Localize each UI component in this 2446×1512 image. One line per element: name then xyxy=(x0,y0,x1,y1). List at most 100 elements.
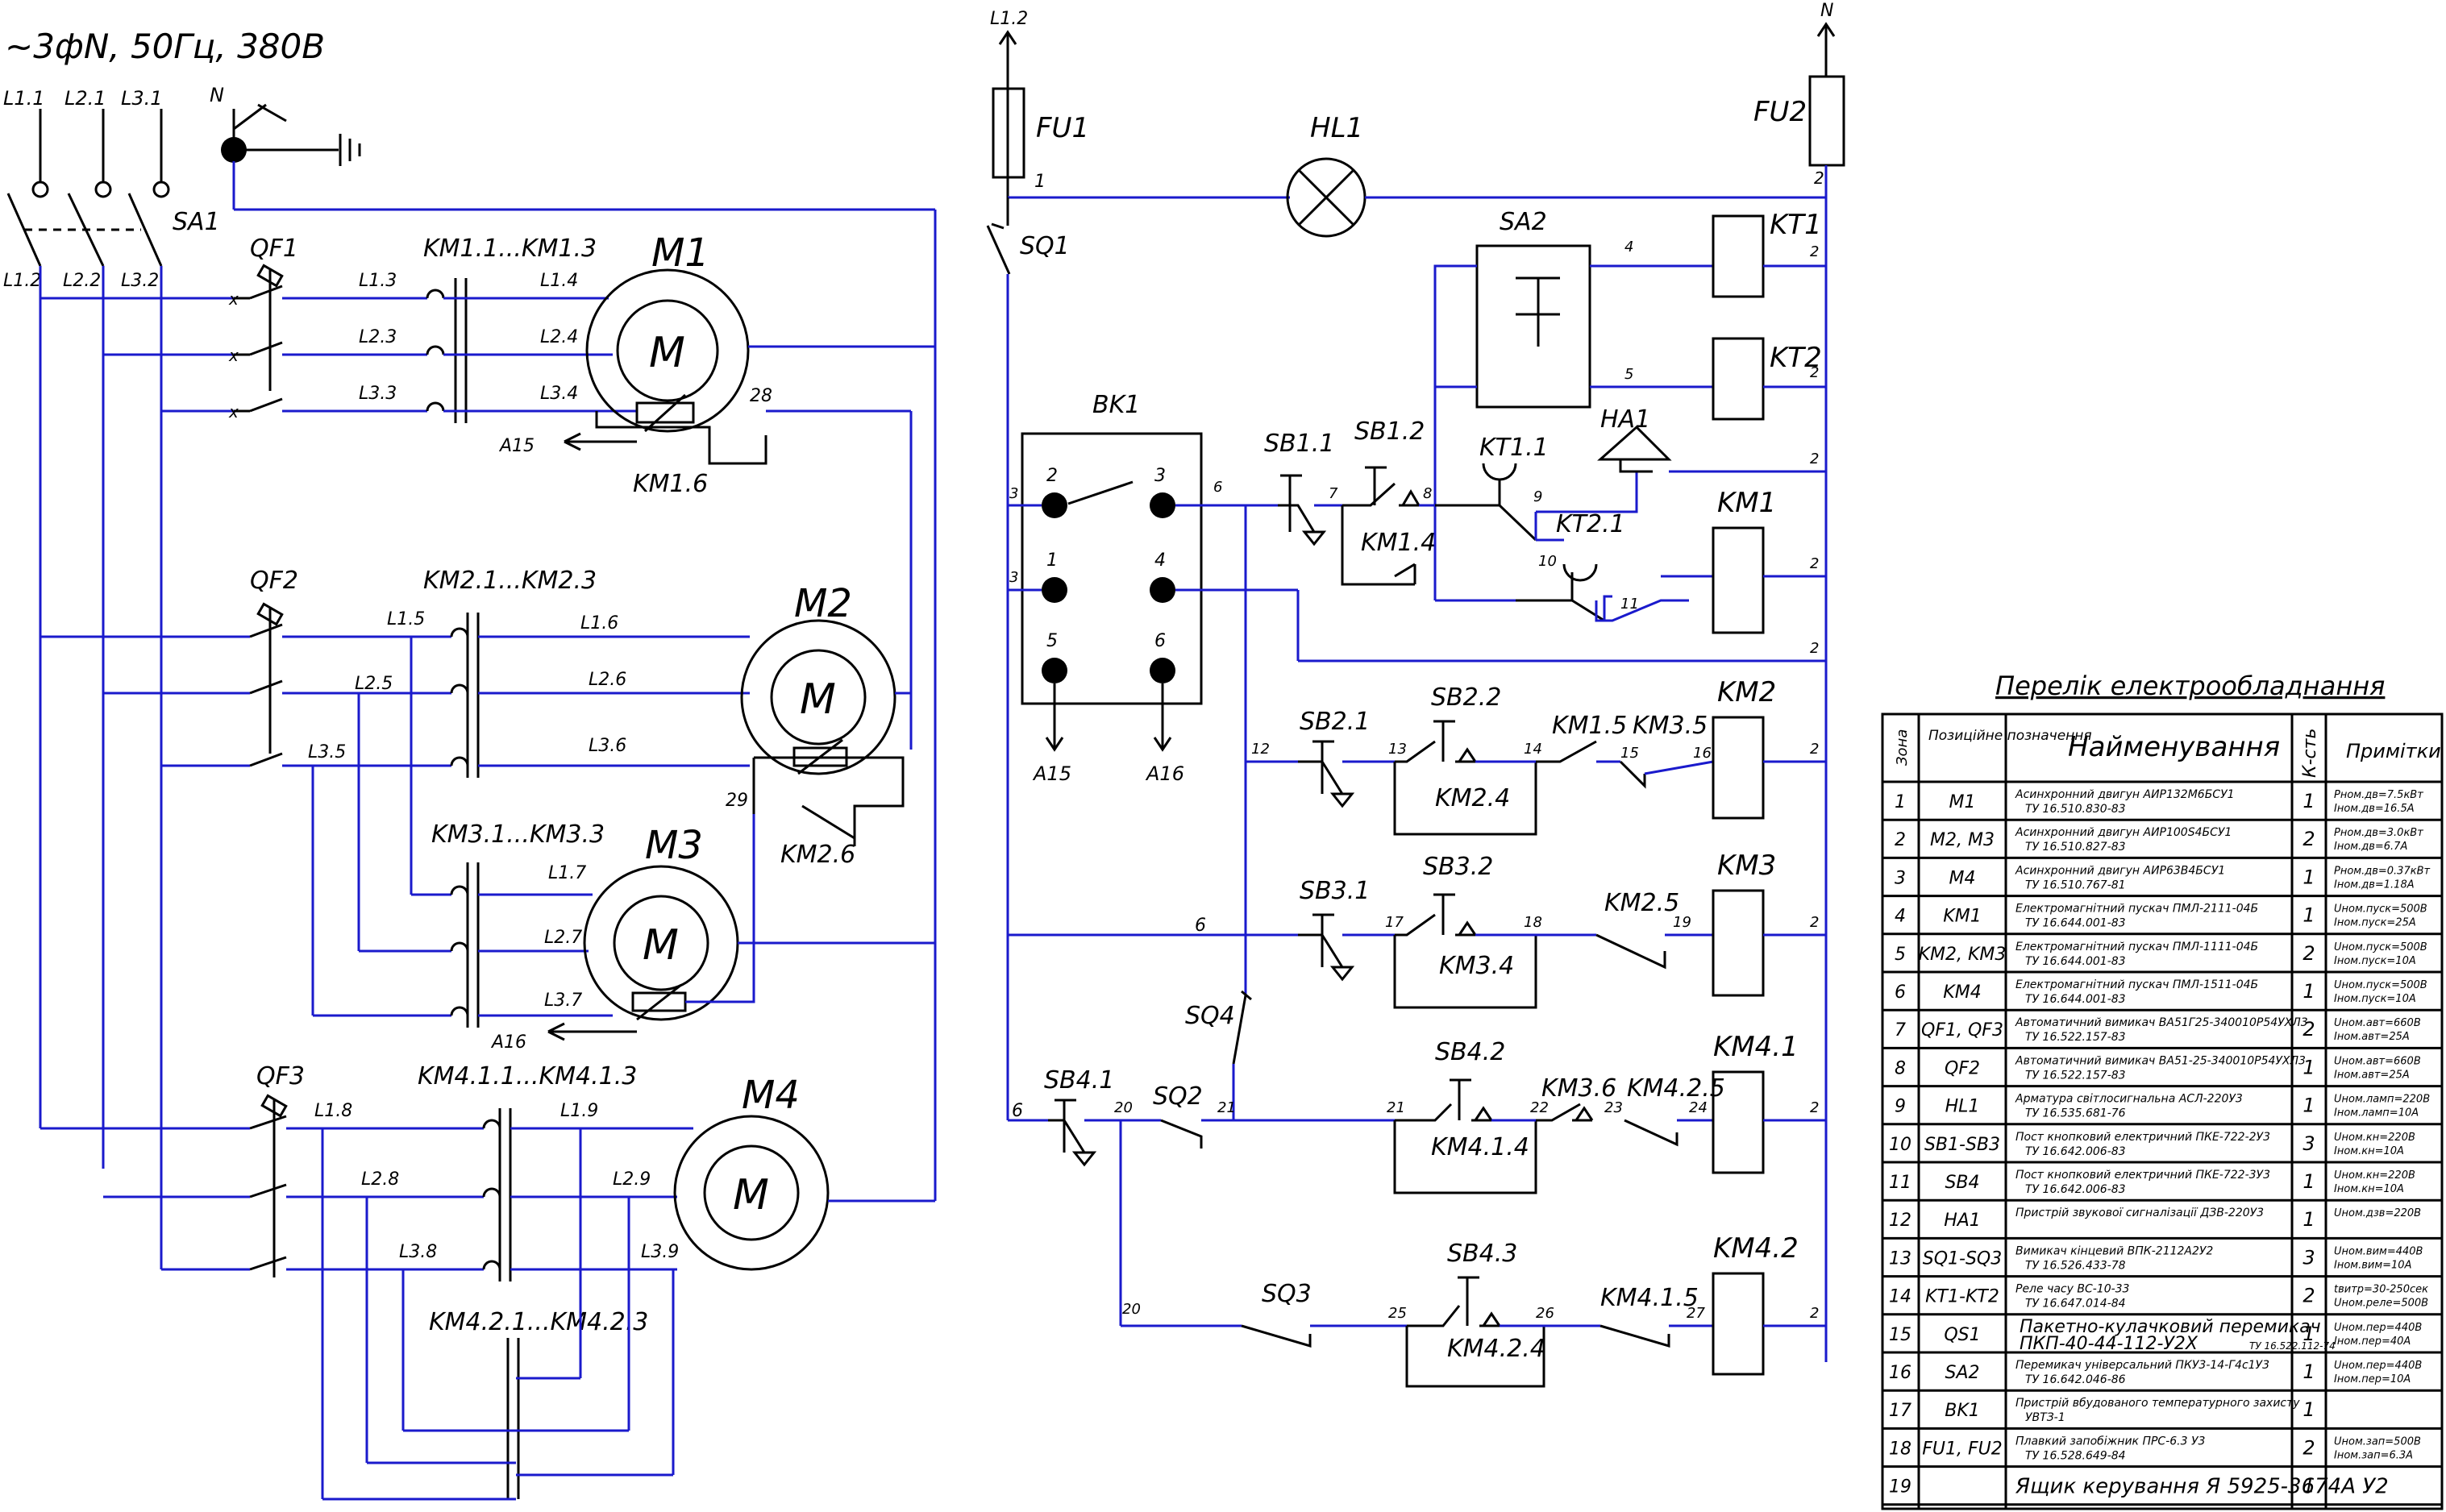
table-cell-name: Вимикач кінцевий ВПК-2112А2У2 xyxy=(2015,1244,2213,1257)
table-cell-spec: ТУ 16.526.433-78 xyxy=(2025,1259,2126,1272)
table-cell-name: Автоматичний вимикач ВА51-25-340010Р54УХ… xyxy=(2015,1054,2306,1067)
svg-text:M: M xyxy=(733,1171,769,1219)
svg-text:2: 2 xyxy=(1810,741,1819,758)
table-cell-zone: 13 xyxy=(1889,1248,1911,1269)
svg-text:18: 18 xyxy=(1524,914,1542,931)
label-ha1: HA1 xyxy=(1600,405,1650,434)
svg-text:6: 6 xyxy=(1213,479,1222,496)
svg-text:L1.5: L1.5 xyxy=(387,609,425,629)
table-cell-qty: 2 xyxy=(2302,942,2315,965)
table-cell-note2: Іном.авт=25А xyxy=(2334,1069,2410,1081)
table-cell-name: Асинхронний двигун АИР63В4БСУ1 xyxy=(2015,864,2225,877)
svg-text:L2.9: L2.9 xyxy=(613,1169,651,1190)
table-cell-spec: ТУ 16.535.681-76 xyxy=(2025,1107,2126,1120)
svg-text:21: 21 xyxy=(1387,1099,1405,1116)
kt2-coil xyxy=(1712,337,1765,421)
table-cell-note: Uном.ламп=220В xyxy=(2334,1094,2430,1106)
svg-text:L1.6: L1.6 xyxy=(580,613,618,633)
table-cell-spec: ТУ 16.522.157-83 xyxy=(2025,1031,2126,1044)
svg-text:L1.3: L1.3 xyxy=(359,271,397,291)
table-cell-qty: 1 xyxy=(2302,904,2315,927)
m1-branch: QF1 KM1.1...KM1.3 xxx L1.3 L2.3 L3.3 L1.… xyxy=(228,231,935,750)
table-cell-note: Рном.дв=3.0кВт xyxy=(2334,827,2423,839)
table-cell-pos: SQ1-SQ3 xyxy=(1923,1248,2003,1269)
table-cell-name: Плавкий запобіжник ПРС-6.3 У3 xyxy=(2015,1435,2205,1448)
svg-text:3: 3 xyxy=(1154,466,1166,486)
svg-text:L3.4: L3.4 xyxy=(540,384,578,404)
km41-coil xyxy=(1712,1070,1765,1174)
svg-text:x: x xyxy=(228,346,239,365)
motor-m4 xyxy=(673,1115,830,1271)
svg-text:2: 2 xyxy=(1810,364,1819,381)
svg-text:M: M xyxy=(643,921,679,970)
table-cell-note2: Іном.дв=16.5А xyxy=(2334,803,2415,815)
label-sb41: SB4.1 xyxy=(1044,1066,1114,1095)
label-km2: KM2 xyxy=(1717,676,1776,708)
km1-coil xyxy=(1712,526,1765,634)
table-cell-pos: KM4 xyxy=(1943,982,1981,1003)
label-km34: KM3.4 xyxy=(1439,952,1514,980)
svg-text:2: 2 xyxy=(1810,1099,1819,1116)
label-sb21: SB2.1 xyxy=(1300,708,1370,736)
table-cell-pos: QF1, QF3 xyxy=(1921,1020,2003,1041)
svg-text:x: x xyxy=(228,289,239,309)
label-km424: KM4.2.4 xyxy=(1447,1335,1545,1363)
header-name: Найменування xyxy=(2068,731,2280,763)
label-kt2: KT2 xyxy=(1770,342,1822,374)
label-km1-contactor: KM1.1...KM1.3 xyxy=(423,235,597,263)
svg-text:M: M xyxy=(649,329,685,377)
svg-text:L1.7: L1.7 xyxy=(548,863,586,883)
label-km35: KM3.5 xyxy=(1633,712,1708,740)
fu2-fuse xyxy=(1808,75,1845,167)
table-cell-zone: 14 xyxy=(1889,1287,1911,1307)
table-cell-name: Асинхронний двигун АИР100S4БСУ1 xyxy=(2015,826,2232,839)
svg-text:24: 24 xyxy=(1689,1099,1708,1116)
svg-text:L3.9: L3.9 xyxy=(641,1242,679,1262)
table-cell-qty: 1 xyxy=(2302,1095,2315,1117)
label-km414: KM4.1.4 xyxy=(1431,1133,1529,1161)
label-km15: KM1.5 xyxy=(1552,712,1627,740)
svg-text:2: 2 xyxy=(1814,168,1824,188)
table-cell-note2: Іном.кн=10А xyxy=(2334,1183,2404,1195)
table-cell-name: Арматура світлосигнальна АСЛ-220У3 xyxy=(2015,1093,2243,1106)
table-cell-qty: 2 xyxy=(2302,1018,2315,1041)
svg-text:L2.8: L2.8 xyxy=(361,1169,399,1190)
svg-text:M: M xyxy=(800,675,836,724)
svg-text:3: 3 xyxy=(1009,569,1018,586)
svg-text:L2.3: L2.3 xyxy=(359,327,397,347)
sa2-switch xyxy=(1475,244,1591,409)
svg-text:27: 27 xyxy=(1687,1305,1705,1322)
table-cell-note: Uном.кн=220В xyxy=(2334,1132,2415,1144)
svg-text:2: 2 xyxy=(1046,466,1058,486)
table-cell-name: Електромагнітний пускач ПМЛ-2111-04Б xyxy=(2015,903,2258,916)
km3-coil xyxy=(1712,889,1765,997)
svg-text:2: 2 xyxy=(1810,1305,1819,1322)
svg-text:4: 4 xyxy=(1154,550,1166,571)
label-n-control: N xyxy=(1820,1,1833,21)
table-cell-zone: 18 xyxy=(1889,1439,1911,1459)
table-cell-zone: 12 xyxy=(1889,1211,1911,1231)
table-cell-qty: 1 xyxy=(2302,1056,2315,1078)
svg-text:15: 15 xyxy=(1620,745,1639,762)
table-cell-note2: Іном.пуск=10А xyxy=(2334,993,2416,1005)
svg-text:19: 19 xyxy=(1673,914,1691,931)
table-cell-pos: KT1-KT2 xyxy=(1925,1287,1999,1307)
motor-m2 xyxy=(740,619,896,775)
table-cell-note2: Іном.дв=1.18А xyxy=(2334,879,2415,891)
label-l12a: L1.2 xyxy=(3,271,41,291)
svg-text:29: 29 xyxy=(726,791,748,811)
table-cell-zone: 5 xyxy=(1895,945,1906,965)
svg-text:2: 2 xyxy=(1810,451,1819,467)
table-cell-note: Uном.пер=440В xyxy=(2334,1322,2422,1334)
table-cell-qty: 2 xyxy=(2302,1436,2315,1459)
label-l21: L2.1 xyxy=(64,87,106,110)
label-km16: KM1.6 xyxy=(633,470,708,498)
svg-text:L3.7: L3.7 xyxy=(544,991,582,1011)
label-m4: M4 xyxy=(742,1073,800,1118)
table-cell-qty: 1 xyxy=(2302,1323,2315,1345)
label-qf2: QF2 xyxy=(250,567,298,595)
svg-text:L3.5: L3.5 xyxy=(308,742,346,762)
table-cell-zone: 10 xyxy=(1889,1135,1911,1155)
table-cell-spec: УВТЗ-1 xyxy=(2025,1411,2065,1424)
svg-text:L3.6: L3.6 xyxy=(589,736,626,756)
